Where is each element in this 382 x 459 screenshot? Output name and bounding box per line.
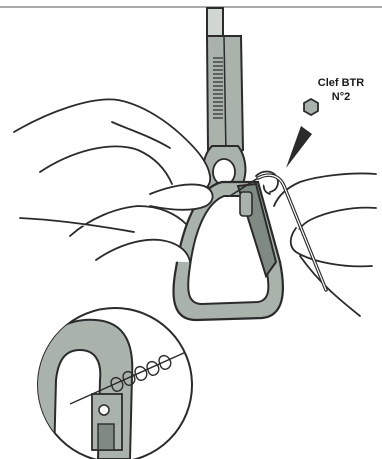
callout-line-1: Clef BTR (309, 76, 373, 90)
callout-line-2: N°2 (309, 90, 373, 104)
detail-inset (28, 308, 192, 459)
lanyard-strap (203, 8, 245, 196)
tool-callout: Clef BTR N°2 (309, 76, 373, 104)
pointer-arrow (286, 126, 312, 168)
